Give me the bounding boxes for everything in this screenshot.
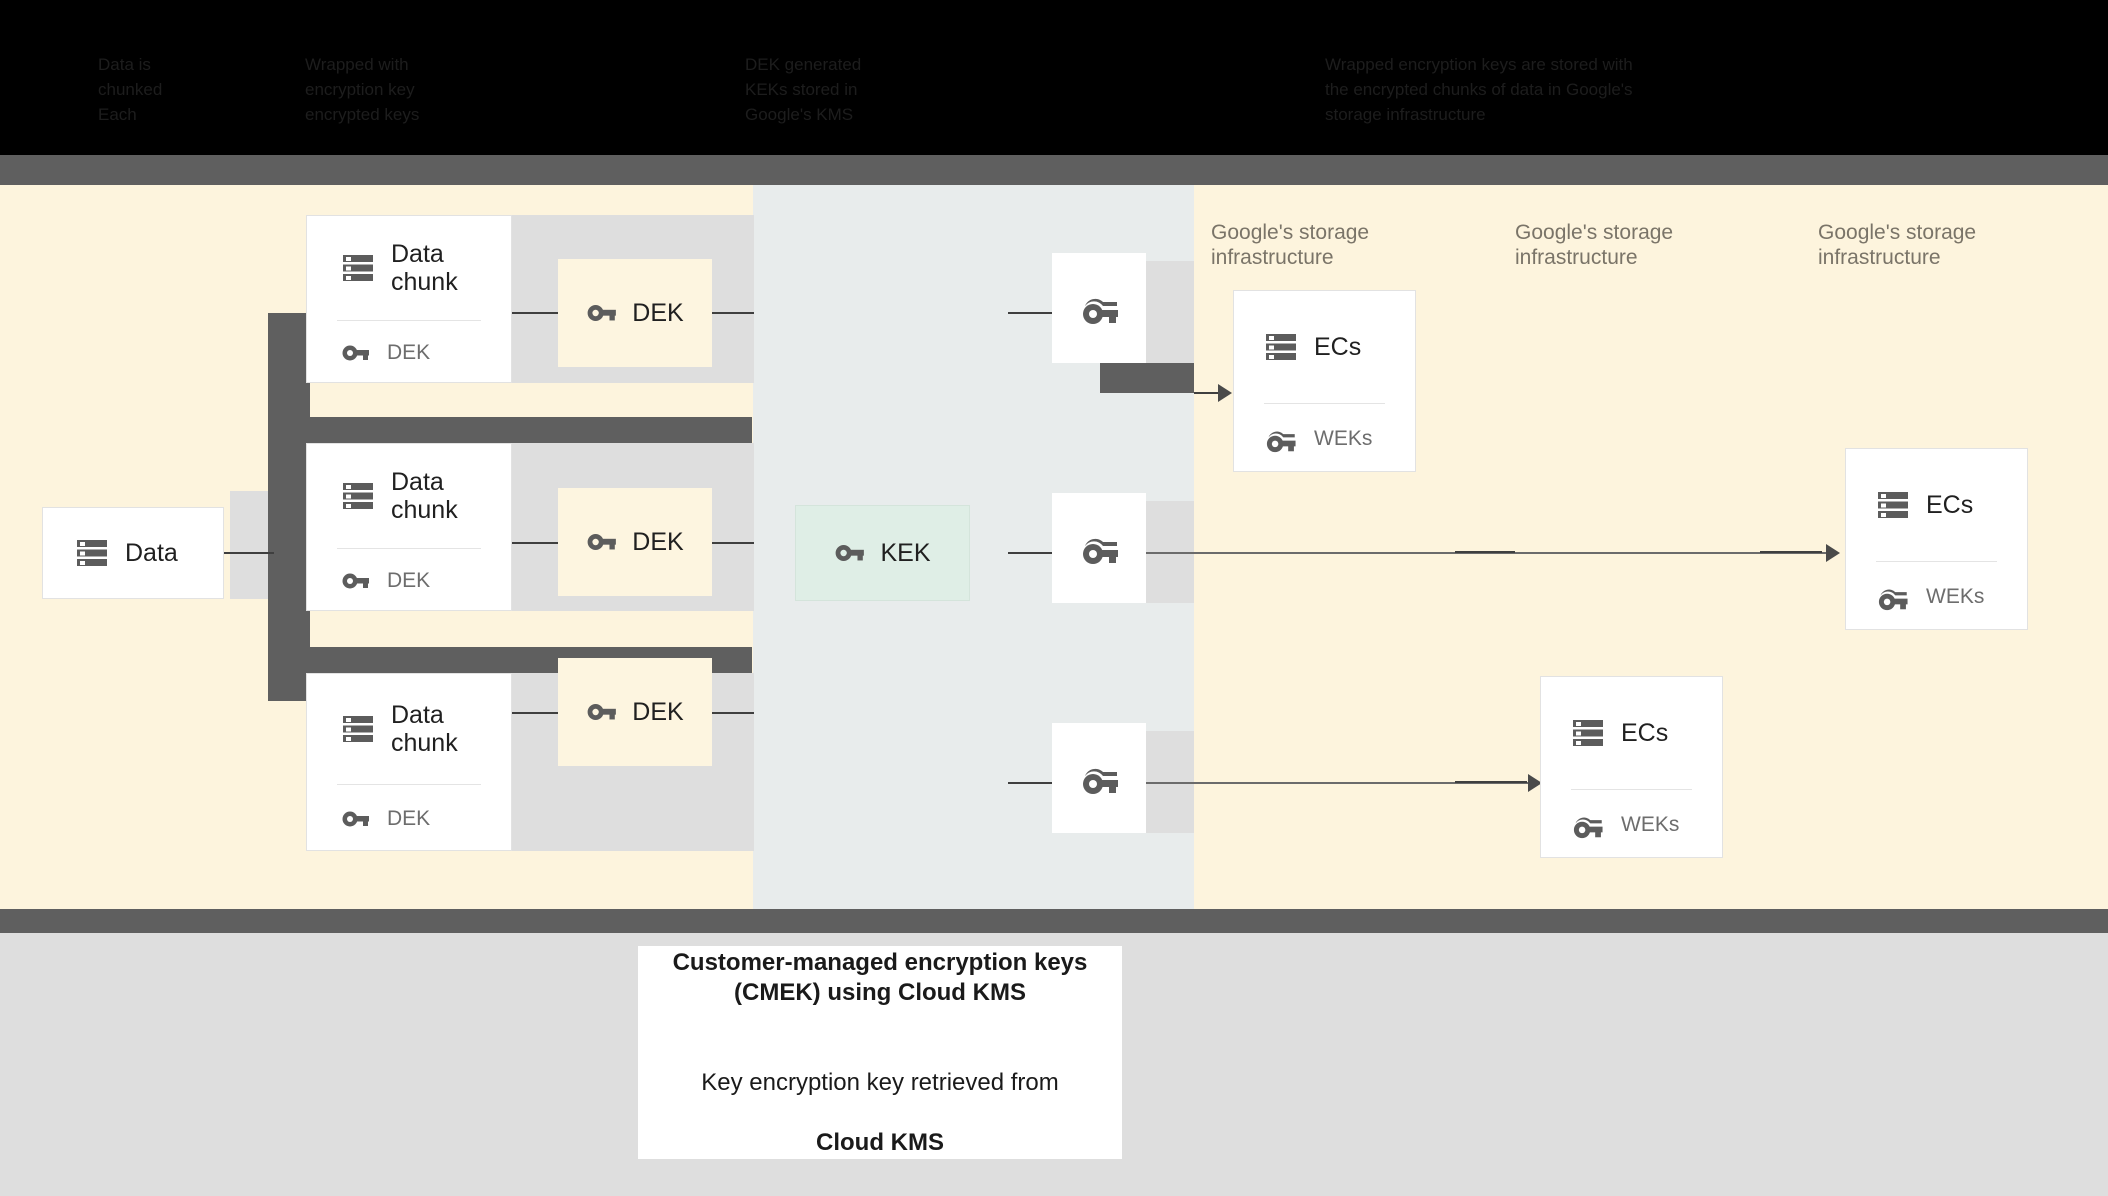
- legend-column-2: Wrapped with encryption key encrypted ke…: [305, 55, 420, 124]
- fanout-arm-1: [268, 417, 752, 443]
- connector-data-to-spine: [224, 552, 274, 554]
- connector-chunk1-dek1: [512, 312, 558, 314]
- key-icon: [834, 537, 866, 569]
- ecs-card-title: ECs: [1621, 719, 1669, 747]
- chunk-card-1[interactable]: Data chunk DEK: [306, 215, 512, 383]
- key-icon: [341, 338, 371, 368]
- chunk-card-key-label: DEK: [387, 568, 431, 592]
- chunk-card-2[interactable]: Data chunk DEK: [306, 443, 512, 611]
- storage-icon: [1571, 716, 1605, 750]
- caption-heading: Customer-managed encryption keys (CMEK) …: [672, 948, 1088, 1006]
- connector-tile1-ecs1: [1194, 392, 1226, 394]
- card-divider: [1571, 789, 1692, 790]
- key-icon: [341, 566, 371, 596]
- ecs-card-2[interactable]: ECs WEKs: [1845, 448, 2028, 630]
- dek-box-2[interactable]: DEK: [558, 488, 712, 596]
- wrapped-key-tile-2[interactable]: [1052, 493, 1146, 603]
- key-icon: [586, 526, 618, 558]
- card-divider: [1876, 561, 1997, 562]
- card-divider: [337, 784, 481, 785]
- storage-icon: [341, 712, 375, 746]
- ecs-card-title: ECs: [1926, 491, 1974, 519]
- arrowhead-ecs3: [1528, 774, 1542, 792]
- card-divider: [1264, 403, 1385, 404]
- connector-in-tile3: [1008, 782, 1052, 784]
- legend-column-3: DEK generated KEKs stored in Google's KM…: [745, 55, 862, 124]
- connector-dek3-out: [712, 712, 754, 714]
- connector-chunk2-dek2: [512, 542, 558, 544]
- dek-box-3[interactable]: DEK: [558, 658, 712, 766]
- storage-label-1: Google's storage infrastructure: [1211, 221, 1370, 269]
- connector-tile3-segment: [1455, 781, 1527, 783]
- header-divider-band: [0, 155, 2108, 185]
- connector-dek2-out: [712, 542, 754, 544]
- dek-label: DEK: [632, 697, 684, 726]
- storage-icon: [1876, 488, 1910, 522]
- bottom-divider-band: [0, 909, 2108, 933]
- main-canvas: Data Data chunk: [0, 185, 2108, 909]
- kek-box[interactable]: KEK: [795, 505, 970, 601]
- wrapped-key-tile-1[interactable]: [1052, 253, 1146, 363]
- storage-icon: [341, 251, 375, 285]
- card-divider: [337, 320, 481, 321]
- connector-dek1-out: [712, 312, 754, 314]
- key-icon: [586, 696, 618, 728]
- chunk-card-3[interactable]: Data chunk DEK: [306, 673, 512, 851]
- double-key-icon: [1077, 526, 1121, 570]
- storage-icon: [75, 536, 109, 570]
- data-source-label: Data: [125, 539, 178, 567]
- caption-body: Key encryption key retrieved from Cloud …: [701, 1038, 1058, 1158]
- connector-in-tile1: [1008, 312, 1052, 314]
- legend-column-1: Data is chunked Each: [98, 55, 163, 124]
- kek-label: KEK: [880, 538, 931, 567]
- connector-tile3-ecs3: [1146, 782, 1538, 784]
- fanout-spine: [268, 313, 310, 701]
- storage-icon: [341, 479, 375, 513]
- key-icon: [341, 804, 371, 834]
- double-key-icon: [1262, 421, 1298, 457]
- caption-body-line2: Cloud KMS: [816, 1128, 944, 1156]
- caption-body-line1: Key encryption key retrieved from: [701, 1068, 1059, 1096]
- chunk-card-title: Data chunk: [391, 701, 458, 757]
- double-key-icon: [1077, 286, 1121, 330]
- chunk-card-title: Data chunk: [391, 240, 458, 296]
- caption-box: Customer-managed encryption keys (CMEK) …: [638, 946, 1122, 1159]
- dek-label: DEK: [632, 298, 684, 327]
- arrowhead-ecs1: [1218, 384, 1232, 402]
- wrapped-key-tile-3[interactable]: [1052, 723, 1146, 833]
- ecs-card-1[interactable]: ECs WEKs: [1233, 290, 1416, 472]
- data-source-card[interactable]: Data: [42, 507, 224, 599]
- double-key-icon: [1077, 756, 1121, 800]
- connector-tile2-ecs-right: [1146, 552, 1836, 554]
- double-key-icon: [1569, 807, 1605, 843]
- double-key-icon: [1874, 579, 1910, 615]
- ecs-card-key-label: WEKs: [1621, 812, 1680, 836]
- chunk-card-key-label: DEK: [387, 340, 431, 364]
- tile1-dark-stub: [1100, 363, 1194, 393]
- connector-chunk3-dek3: [512, 712, 558, 714]
- chunk-card-key-label: DEK: [387, 806, 431, 830]
- chunk-card-title: Data chunk: [391, 468, 458, 524]
- dek-label: DEK: [632, 527, 684, 556]
- key-icon: [586, 297, 618, 329]
- card-divider: [337, 548, 481, 549]
- storage-label-3: Google's storage infrastructure: [1818, 221, 1977, 269]
- ecs-card-title: ECs: [1314, 333, 1362, 361]
- ecs-card-3[interactable]: ECs WEKs: [1540, 676, 1723, 858]
- legend-column-4: Wrapped encryption keys are stored with …: [1325, 55, 1633, 124]
- connector-tile2-segment-2: [1760, 551, 1822, 553]
- storage-icon: [1264, 330, 1298, 364]
- legend-bar: Data is chunked Each Wrapped with encryp…: [0, 0, 2108, 155]
- ecs-card-key-label: WEKs: [1926, 584, 1985, 608]
- ecs-card-key-label: WEKs: [1314, 426, 1373, 450]
- connector-tile2-segment: [1455, 551, 1515, 553]
- arrowhead-ecs-right: [1826, 544, 1840, 562]
- connector-kek-to-tile: [1008, 552, 1052, 554]
- storage-label-2: Google's storage infrastructure: [1515, 221, 1674, 269]
- dek-box-1[interactable]: DEK: [558, 259, 712, 367]
